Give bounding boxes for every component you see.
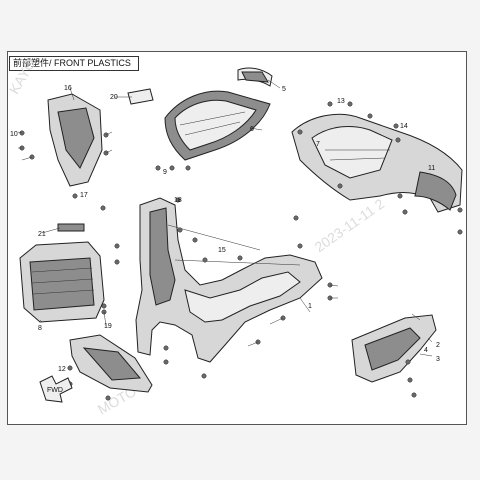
callout-8: 8 [38,325,42,332]
watermark-brand: KAYO [6,56,39,97]
fwd-label: FWD [47,387,63,394]
callout-3: 3 [436,356,440,363]
callout-12: 12 [58,366,66,373]
callout-14: 14 [400,123,408,130]
part-12-skid-plate [69,334,153,393]
callout-4: 4 [424,347,428,354]
callout-6: 6 [250,126,254,133]
callout-5: 5 [282,86,286,93]
part-fender-right [291,113,463,213]
callout-11: 11 [428,165,435,172]
callout-21: 21 [38,231,46,238]
callout-19: 19 [104,323,112,330]
part-2-side-guard [351,314,437,383]
callout-20: 20 [110,94,118,101]
callout-17: 17 [80,192,88,199]
callout-9: 9 [163,169,167,176]
watermark-date: 2023-11-11 2 [311,195,387,255]
part-1-frame [135,197,323,363]
part-20-pad [127,88,154,105]
callout-15: 15 [218,247,226,254]
callout-labels: 1 2 3 4 5 6 7 8 9 10 11 12 13 14 15 16 1… [10,85,440,373]
callout-10: 10 [10,131,18,138]
callout-13: 13 [337,98,345,105]
callout-18: 18 [174,197,182,204]
fwd-arrow-icon: FWD [39,375,73,403]
part-6-hood [164,90,271,161]
part-21-emblem [57,223,85,232]
diagram-title: 前部塑件/ FRONT PLASTICS [9,56,139,71]
fastener-group [19,101,463,401]
part-8-grille [19,241,105,323]
part-5-lens [237,67,273,87]
leader-lines [17,79,433,357]
callout-16: 16 [64,85,72,92]
callout-2: 2 [436,342,440,349]
callout-1: 1 [308,303,312,310]
part-16-side-panel [47,93,103,187]
callout-7: 7 [316,141,320,148]
